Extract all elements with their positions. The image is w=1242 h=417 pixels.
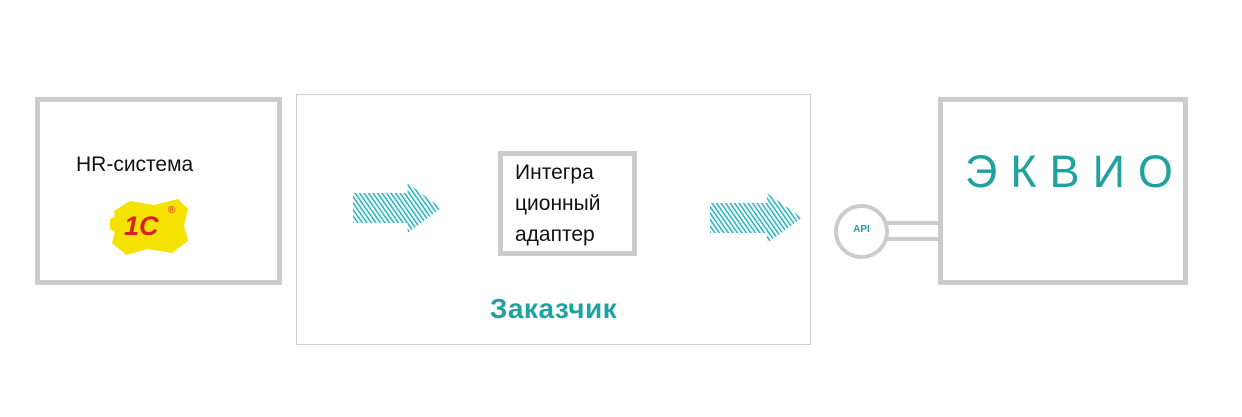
right-arrow-icon bbox=[710, 193, 802, 243]
right-arrow-icon bbox=[353, 183, 441, 233]
customer-label: Заказчик bbox=[489, 293, 618, 324]
ekvio-logo: ЭКВИО bbox=[965, 146, 1186, 197]
hr-system-label: HR-система bbox=[76, 153, 194, 176]
1c-logo-registered-mark: ® bbox=[168, 205, 176, 216]
integration-adapter-label: Интегра ционный адаптер bbox=[515, 161, 601, 246]
api-label: API bbox=[853, 224, 870, 235]
1c-logo-icon: 1С ® bbox=[110, 199, 188, 255]
api-connector-pipe bbox=[885, 221, 941, 241]
ekvio-box: ЭКВИО bbox=[938, 97, 1188, 285]
1c-logo-text: 1С bbox=[124, 211, 159, 241]
api-connector: API bbox=[834, 204, 889, 259]
hr-system-box: HR-система 1С ® bbox=[35, 97, 282, 285]
integration-adapter-box: Интегра ционный адаптер bbox=[498, 151, 637, 256]
customer-box: Интегра ционный адаптер Заказчик bbox=[296, 94, 811, 345]
